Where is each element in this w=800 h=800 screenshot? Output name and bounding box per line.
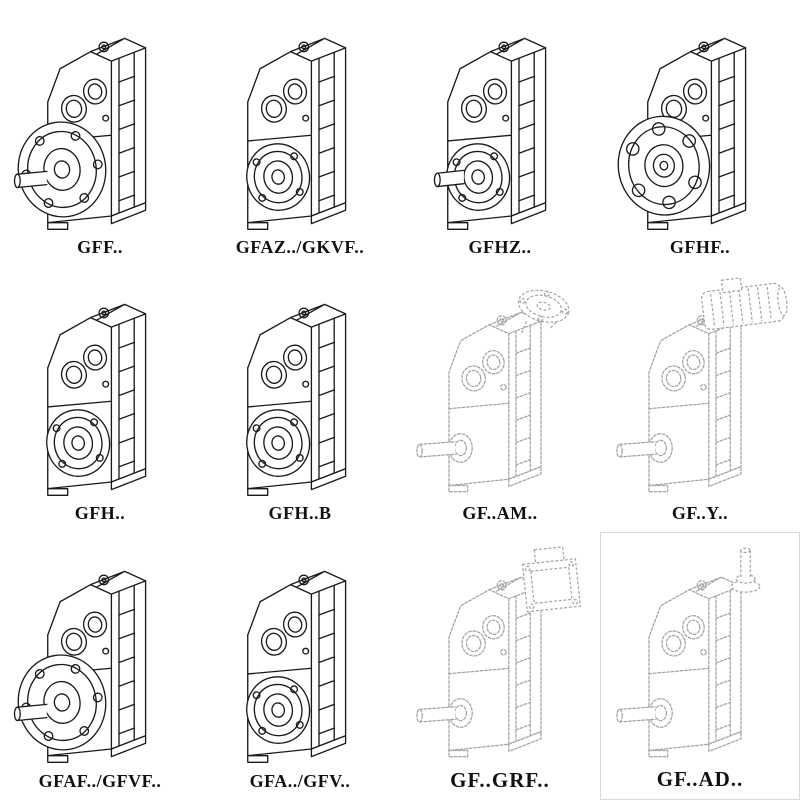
catalog-cell-gfhz: GFHZ.. [400, 0, 600, 266]
gearbox-drawing-gf-y [602, 270, 798, 504]
model-label-gfaz-gkvf: GFAZ../GKVF.. [235, 237, 365, 258]
gearbox-drawing-gfhz [402, 4, 598, 238]
gearbox-drawing-gfh-b [202, 270, 398, 504]
gearbox-drawing-gfa-gfv [202, 536, 398, 772]
model-label-gfhz: GFHZ.. [468, 237, 532, 258]
model-label-gfh: GFH.. [74, 503, 126, 524]
catalog-cell-gf-grf: GF..GRF.. [400, 532, 600, 800]
catalog-cell-gf-am: GF..AM.. [400, 266, 600, 532]
model-label-gff: GFF.. [77, 237, 123, 258]
catalog-cell-gff: GFF.. [0, 0, 200, 266]
gearbox-drawing-gf-am [402, 270, 598, 504]
model-label-gf-grf: GF..GRF.. [450, 767, 550, 792]
model-label-gf-y: GF..Y.. [671, 503, 729, 524]
gearbox-drawing-gf-ad [603, 537, 797, 768]
model-label-gf-ad: GF..AD.. [656, 766, 744, 791]
catalog-cell-gfaf-gfvf: GFAF../GFVF.. [0, 532, 200, 800]
gearbox-drawing-gfh [2, 270, 198, 504]
catalog-cell-gfhf: GFHF.. [600, 0, 800, 266]
model-label-gfh-b: GFH..B [268, 503, 332, 524]
catalog-cell-gfh-b: GFH..B [200, 266, 400, 532]
gearbox-drawing-gfaz-gkvf [202, 4, 398, 238]
catalog-cell-gfh: GFH.. [0, 266, 200, 532]
model-label-gfhf: GFHF.. [669, 237, 731, 258]
model-label-gfaf-gfvf: GFAF../GFVF.. [38, 771, 162, 792]
catalog-cell-gfaz-gkvf: GFAZ../GKVF.. [200, 0, 400, 266]
gearbox-drawing-gf-grf [402, 536, 598, 769]
model-label-gf-am: GF..AM.. [462, 503, 538, 524]
model-label-gfa-gfv: GFA../GFV.. [249, 771, 351, 792]
gearbox-drawing-gfaf-gfvf [2, 536, 198, 772]
catalog-cell-gf-y: GF..Y.. [600, 266, 800, 532]
catalog-cell-gfa-gfv: GFA../GFV.. [200, 532, 400, 800]
catalog-cell-gf-ad: GF..AD.. [600, 532, 800, 800]
gearbox-drawing-gff [2, 4, 198, 238]
gearbox-drawing-gfhf [602, 4, 798, 238]
